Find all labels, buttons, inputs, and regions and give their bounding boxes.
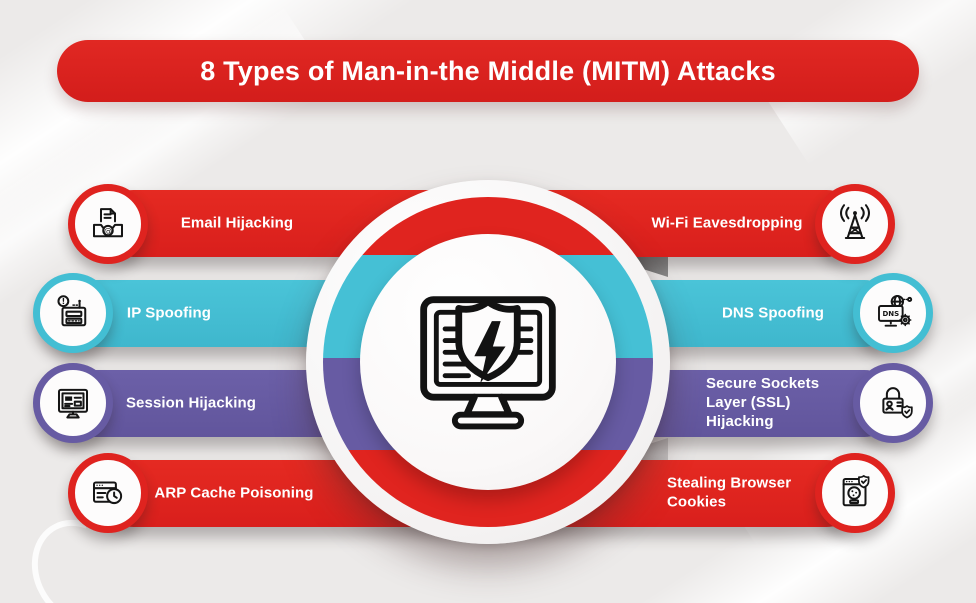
attack-label-ssl-hijacking: Secure Sockets Layer (SSL) Hijacking	[706, 374, 820, 430]
badge-wifi-eavesdropping	[815, 184, 895, 264]
email-hijacking-icon: @	[92, 208, 124, 238]
badge-stealing-browser-cookies	[815, 453, 895, 533]
badge-dns-spoofing: DNS	[853, 273, 933, 353]
badge-session-hijacking	[33, 363, 113, 443]
attack-label-dns-spoofing: DNS Spoofing	[721, 304, 825, 322]
badge-ip-spoofing: !	[33, 273, 113, 353]
center-disc	[306, 180, 670, 544]
session-hijacking-icon	[57, 388, 89, 419]
dns-spoofing-icon: DNS	[878, 294, 913, 327]
attack-label-ip-spoofing: IP Spoofing	[126, 304, 212, 322]
svg-text:@: @	[104, 226, 112, 235]
title-banner: 8 Types of Man-in-the Middle (MITM) Atta…	[57, 40, 919, 102]
badge-ssl-hijacking	[853, 363, 933, 443]
ip-spoofing-icon: !	[57, 295, 87, 327]
attack-label-email-hijacking: Email Hijacking	[180, 214, 294, 232]
ssl-hijacking-icon	[882, 387, 913, 419]
attack-label-session-hijacking: Session Hijacking	[125, 394, 257, 412]
shielded-monitor-icon	[420, 296, 556, 430]
attack-label-wifi-eavesdropping: Wi-Fi Eavesdropping	[651, 214, 803, 232]
attack-label-arp-cache-poisoning: ARP Cache Poisoning	[154, 484, 314, 502]
attack-label-stealing-browser-cookies: Stealing Browser Cookies	[667, 474, 792, 510]
stealing-browser-cookies-icon	[842, 475, 870, 507]
badge-arp-cache-poisoning	[68, 453, 148, 533]
svg-text:DNS: DNS	[882, 310, 899, 318]
arp-cache-poisoning-icon	[92, 481, 123, 505]
page-title: 8 Types of Man-in-the Middle (MITM) Atta…	[200, 55, 776, 86]
svg-text:!: !	[62, 297, 66, 306]
wifi-eavesdropping-icon	[839, 204, 871, 240]
badge-email-hijacking: @	[68, 184, 148, 264]
